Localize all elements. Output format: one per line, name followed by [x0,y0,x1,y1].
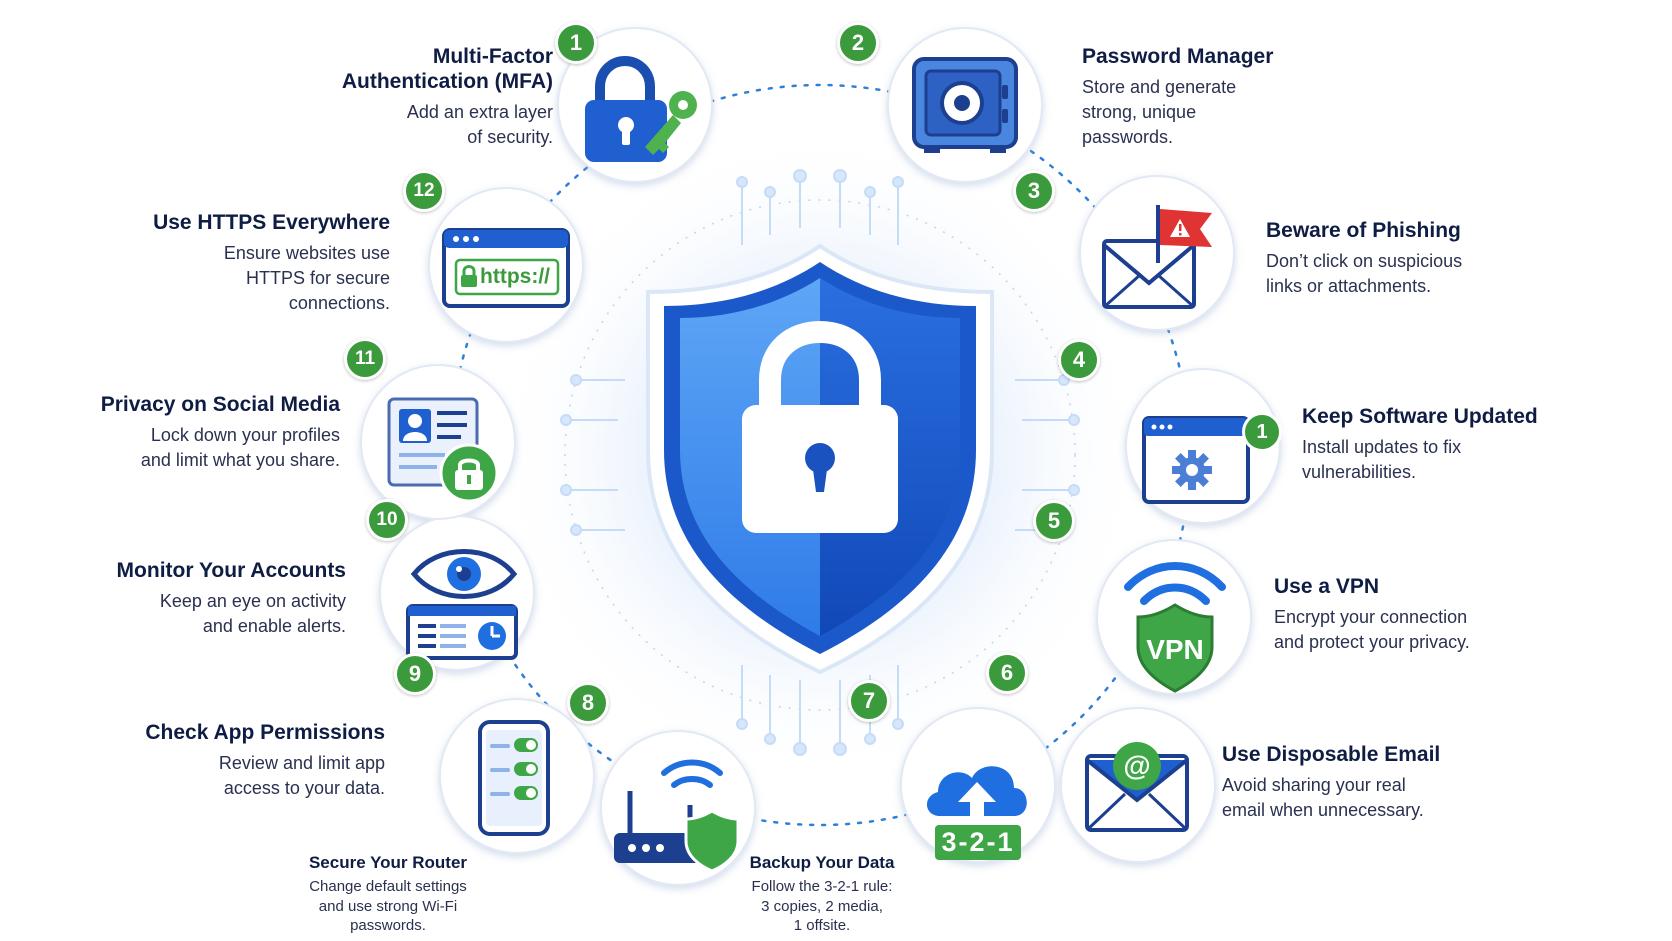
email-at-icon [1085,742,1189,832]
phishing-envelope-icon [1102,205,1212,309]
inner-dotted-ring [564,199,1076,711]
tip-title: Check App Permissions [145,721,385,744]
safe-icon [912,57,1018,153]
tip-software-updated: Keep Software Updated Install updates to… [1302,404,1602,485]
number-badge-10: 10 [366,499,408,541]
circuit-lines [560,169,1080,756]
cloud-backup-icon [926,766,1027,818]
at-symbol: @ [1123,750,1151,781]
number-badge-6: 6 [986,652,1028,694]
eye-dashboard-icon [406,549,518,660]
phone-toggles-icon [478,720,550,836]
https-label: https:// [480,265,550,288]
number-badge-3: 3 [1013,170,1055,212]
vpn-label: VPN [1146,634,1204,665]
number-badge-1: 1 [555,22,597,64]
backup-rule-label: 3-2-1 [920,825,1036,860]
tip-app-permissions: Check App Permissions Review and limit a… [85,720,385,801]
update-badge: 1 [1242,412,1282,452]
tip-title: Beware of Phishing [1266,219,1461,242]
shield-padlock-icon [646,243,994,675]
number-badge-8: 8 [567,682,609,724]
tip-social-media: Privacy on Social Media Lock down your p… [40,392,340,473]
https-browser-icon [442,228,570,308]
software-update-icon [1142,416,1250,504]
number-badge-5: 5 [1033,500,1075,542]
tip-phishing: Beware of Phishing Don’t click on suspic… [1266,218,1566,299]
number-badge-4: 4 [1058,339,1100,381]
number-badge-2: 2 [837,22,879,64]
tip-title: Use Disposable Email [1222,743,1441,766]
tip-title: Keep Software Updated [1302,405,1538,428]
tip-title: Privacy on Social Media [100,393,340,416]
number-badge-9: 9 [394,653,436,695]
tip-https: Use HTTPS Everywhere Ensure websites use… [90,210,390,316]
tip-router: Secure Your Router Change default settin… [238,853,538,936]
vpn-shield-icon [1124,562,1226,693]
tip-title: Use a VPN [1274,575,1380,598]
tip-desc: Follow the 3-2-1 rule:3 copies, 2 media,… [751,878,893,935]
tip-monitor-accounts: Monitor Your Accounts Keep an eye on act… [46,558,346,639]
tip-title: Secure Your Router [308,853,468,872]
number-badge-7: 7 [848,680,890,722]
padlock-key-icon [585,55,697,162]
tip-title: Backup Your Data [749,853,895,872]
number-badge-12: 12 [403,170,445,212]
tip-backup: Backup Your Data Follow the 3-2-1 rule:3… [672,853,972,936]
tip-disposable-email: Use Disposable Email Avoid sharing your … [1222,742,1522,823]
number-badge-11: 11 [344,338,386,380]
router-shield-icon [614,759,740,873]
profile-lock-icon [387,397,499,503]
tip-title: Password Manager [1082,45,1274,68]
tip-title: Use HTTPS Everywhere [153,211,390,234]
tip-title: Monitor Your Accounts [116,559,346,582]
